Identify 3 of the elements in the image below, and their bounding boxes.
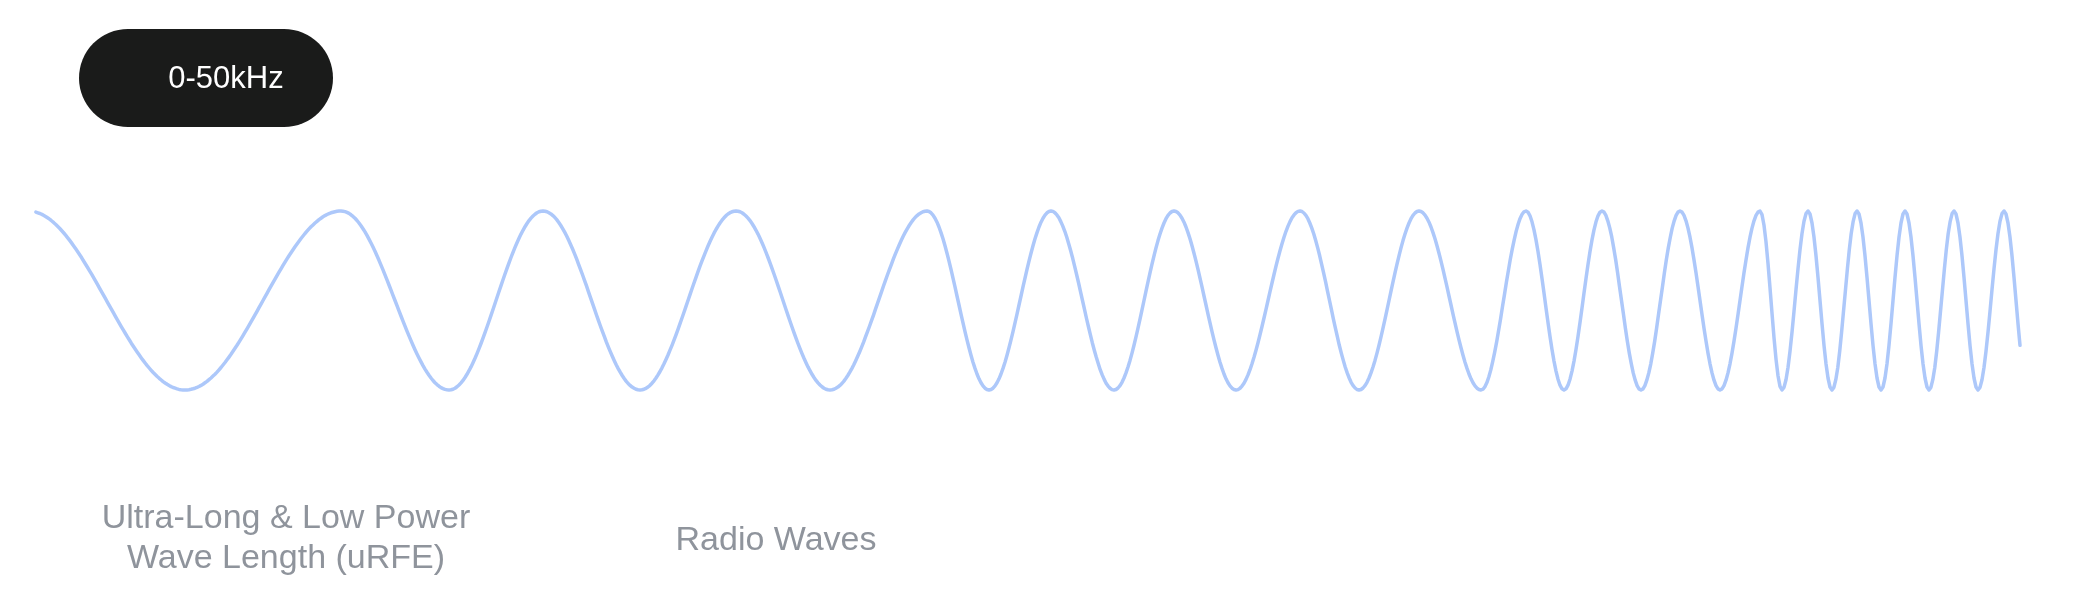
band-label: Ultra-Long & Low Power Wave Length (uRFE) — [100, 496, 472, 576]
frequency-badge: 0-50kHz — [79, 29, 333, 127]
band-label: Radio Waves — [674, 518, 878, 558]
